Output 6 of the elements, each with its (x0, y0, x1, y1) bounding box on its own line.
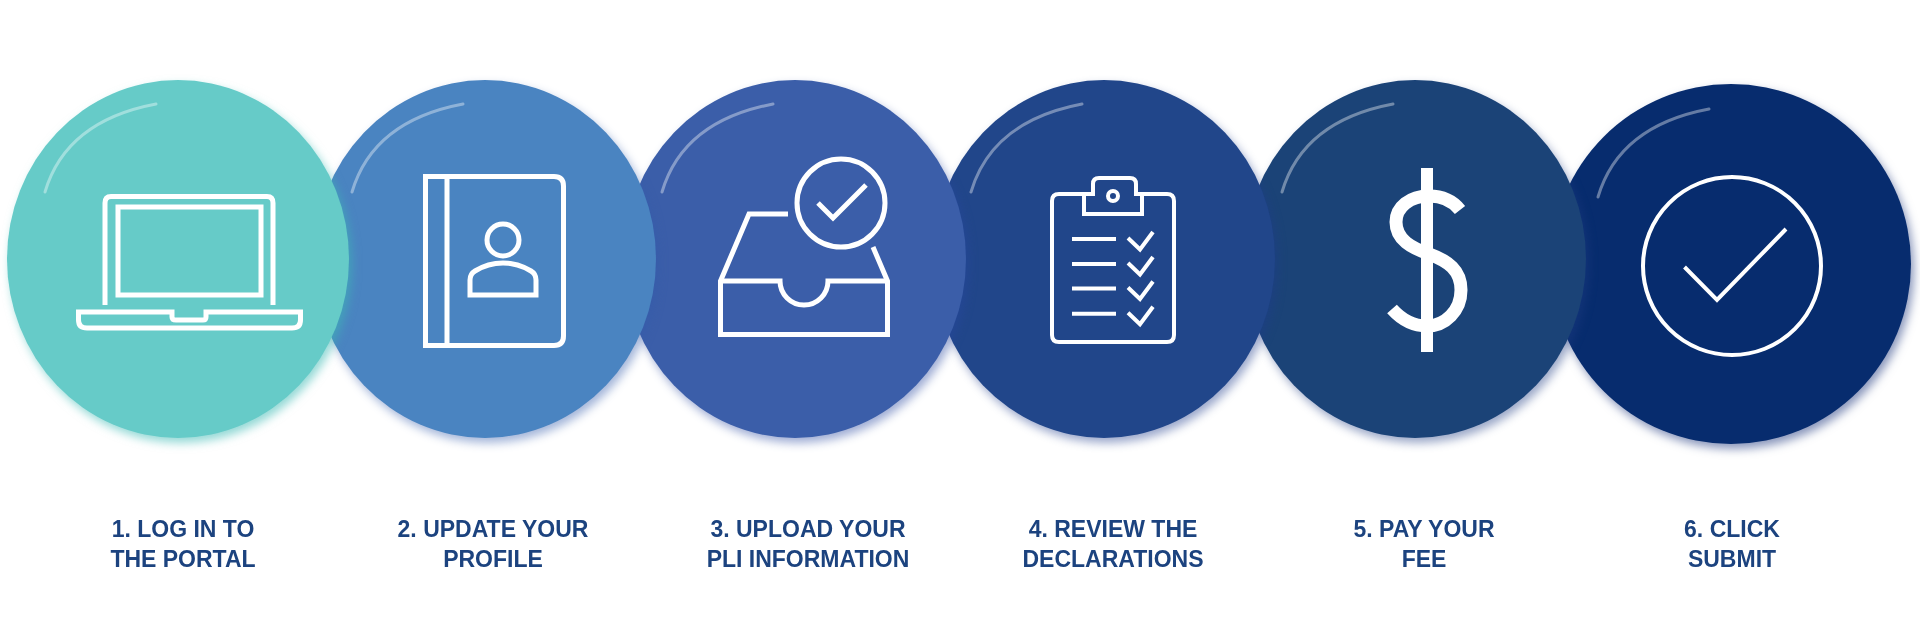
step-label: 3. UPLOAD YOUR PLI INFORMATION (705, 515, 911, 574)
step-label: 5. PAY YOUR FEE (1352, 515, 1496, 574)
step-label: 4. REVIEW THE DECLARATIONS (1021, 515, 1205, 574)
step-label: 2. UPDATE YOUR PROFILE (396, 515, 590, 574)
step-label: 1. LOG IN TO THE PORTAL (109, 515, 257, 574)
step-label: 6. CLICK SUBMIT (1683, 515, 1781, 574)
